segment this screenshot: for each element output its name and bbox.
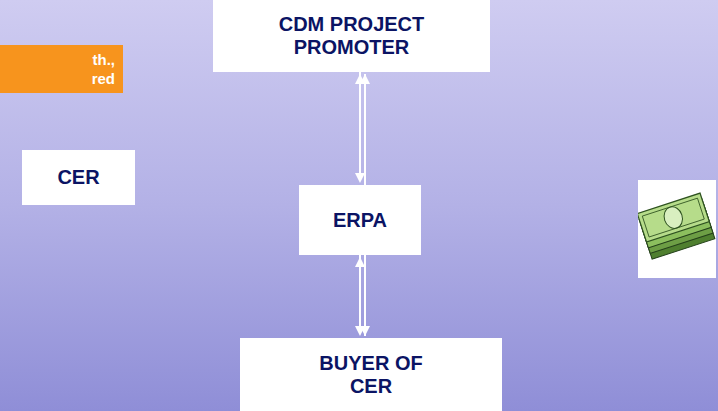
- arrowhead: [355, 257, 365, 267]
- connector: [355, 249, 365, 336]
- money-picture: [638, 180, 716, 278]
- banknote-stack: [638, 193, 715, 259]
- note-box: th., red: [0, 45, 123, 93]
- arrowhead: [355, 173, 365, 183]
- buyer-box: BUYER OF CER: [240, 338, 502, 411]
- node-label: ERPA: [333, 209, 387, 232]
- node-label: CDM PROJECT PROMOTER: [252, 13, 452, 59]
- erpa-box: ERPA: [299, 185, 421, 255]
- node-label: th., red: [79, 50, 115, 88]
- node-label: CER: [57, 166, 99, 189]
- money-frame: [638, 180, 716, 278]
- node-label: BUYER OF CER: [316, 352, 426, 398]
- promoter-box: CDM PROJECT PROMOTER: [213, 0, 490, 72]
- cer-box: CER: [22, 150, 135, 205]
- arrowhead: [360, 74, 370, 84]
